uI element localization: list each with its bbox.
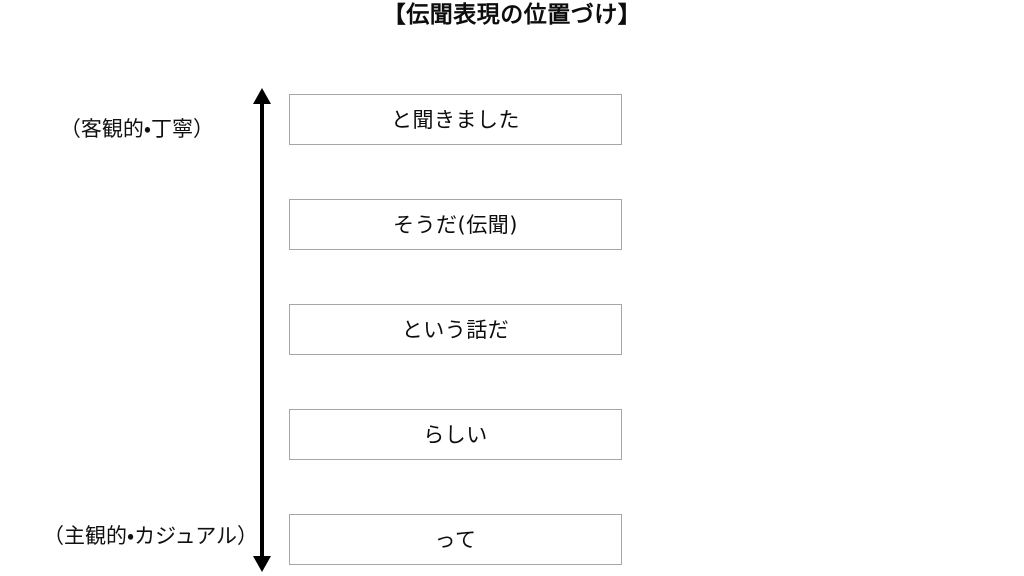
axis-arrowhead-down-icon bbox=[253, 556, 271, 572]
formality-axis bbox=[246, 84, 280, 576]
expression-label: って bbox=[434, 527, 477, 552]
axis-bottom-label: （主観的・カジュアル） bbox=[42, 524, 258, 548]
expression-label: と聞きました bbox=[391, 107, 520, 132]
expression-box: そうだ(伝聞) bbox=[289, 199, 622, 250]
expression-box: って bbox=[289, 514, 622, 565]
expression-label: そうだ(伝聞) bbox=[393, 212, 518, 237]
expression-box: と聞きました bbox=[289, 94, 622, 145]
expression-box: という話だ bbox=[289, 304, 622, 355]
axis-arrowhead-up-icon bbox=[253, 88, 271, 104]
axis-top-label: （客観的・丁寧） bbox=[59, 117, 214, 141]
expression-box: らしい bbox=[289, 409, 622, 460]
expression-label: という話だ bbox=[401, 317, 510, 342]
page-title: 【伝聞表現の位置づけ】 bbox=[382, 2, 642, 28]
expression-label: らしい bbox=[423, 422, 488, 447]
